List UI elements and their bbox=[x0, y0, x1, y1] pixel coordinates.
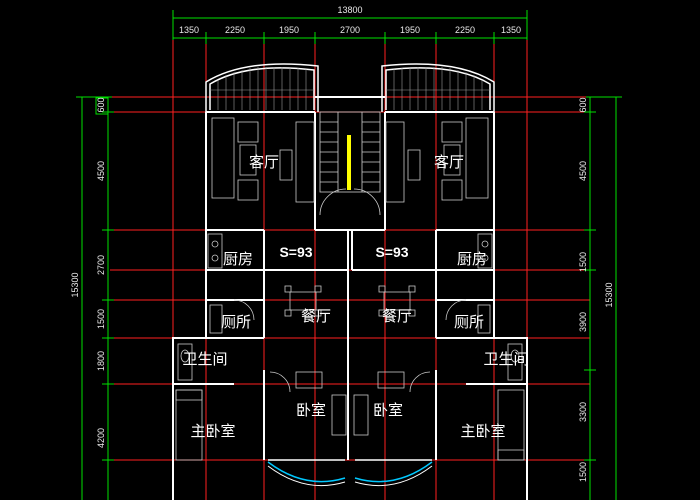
sanitary-fixtures bbox=[177, 299, 523, 381]
right-dimension: 4500 bbox=[578, 161, 588, 181]
living-furniture-right bbox=[385, 117, 489, 203]
left-dimension: 4200 bbox=[96, 428, 106, 448]
room-label-kitchen-right: 厨房 bbox=[457, 250, 487, 268]
balcony-hatching bbox=[210, 67, 490, 110]
walls bbox=[172, 96, 528, 500]
left-dimension: 600 bbox=[96, 97, 106, 112]
top-dimension: 1950 bbox=[279, 25, 299, 35]
top-dimension: 2700 bbox=[340, 25, 360, 35]
room-label-bedroom-left: 卧室 bbox=[296, 401, 326, 419]
room-label-bath-left: 卫生间 bbox=[182, 350, 227, 368]
right-dimension: 3900 bbox=[578, 312, 588, 332]
dining-tables bbox=[284, 285, 416, 317]
right-dimension: 1500 bbox=[578, 462, 588, 482]
left-dimension: 1500 bbox=[96, 309, 106, 329]
room-label-living-left: 客厅 bbox=[249, 153, 279, 171]
room-label-dining-right: 餐厅 bbox=[382, 307, 412, 325]
kitchen-fixtures bbox=[207, 233, 493, 269]
right-dimension: 3300 bbox=[578, 402, 588, 422]
right-dimension: 1500 bbox=[578, 252, 588, 272]
right-dimension: 600 bbox=[578, 97, 588, 112]
left-dimension: 4500 bbox=[96, 161, 106, 181]
room-label-bath-right: 卫生间 bbox=[483, 350, 528, 368]
room-label-toilet-right: 厕所 bbox=[454, 313, 484, 331]
bay-windows bbox=[267, 459, 433, 487]
top-total-dimension: 13800 bbox=[337, 5, 362, 15]
left-dimension: 2700 bbox=[96, 255, 106, 275]
staircase bbox=[319, 111, 381, 216]
right-total-dimension: 15300 bbox=[604, 282, 614, 307]
living-furniture-left bbox=[211, 117, 315, 203]
left-dimension: 1800 bbox=[96, 351, 106, 371]
top-dimension: 1350 bbox=[179, 25, 199, 35]
room-label-living-right: 客厅 bbox=[434, 153, 464, 171]
top-dimension: 1350 bbox=[501, 25, 521, 35]
top-dimension: 2250 bbox=[225, 25, 245, 35]
room-label-toilet-left: 厕所 bbox=[221, 313, 251, 331]
area-label-left: S=93 bbox=[279, 244, 312, 260]
top-dimension: 2250 bbox=[455, 25, 475, 35]
top-dimension: 1950 bbox=[400, 25, 420, 35]
room-label-master-left: 主卧室 bbox=[190, 422, 235, 440]
area-label-right: S=93 bbox=[375, 244, 408, 260]
room-label-bedroom-right: 卧室 bbox=[373, 401, 403, 419]
bedroom-furniture bbox=[175, 371, 525, 461]
dimension-lines bbox=[76, 10, 622, 500]
room-label-dining-left: 餐厅 bbox=[301, 307, 331, 325]
left-total-dimension: 15300 bbox=[70, 272, 80, 297]
balconies bbox=[205, 63, 495, 112]
room-label-kitchen-left: 厨房 bbox=[223, 250, 253, 268]
axis-grid bbox=[110, 40, 590, 500]
room-label-master-right: 主卧室 bbox=[460, 422, 505, 440]
